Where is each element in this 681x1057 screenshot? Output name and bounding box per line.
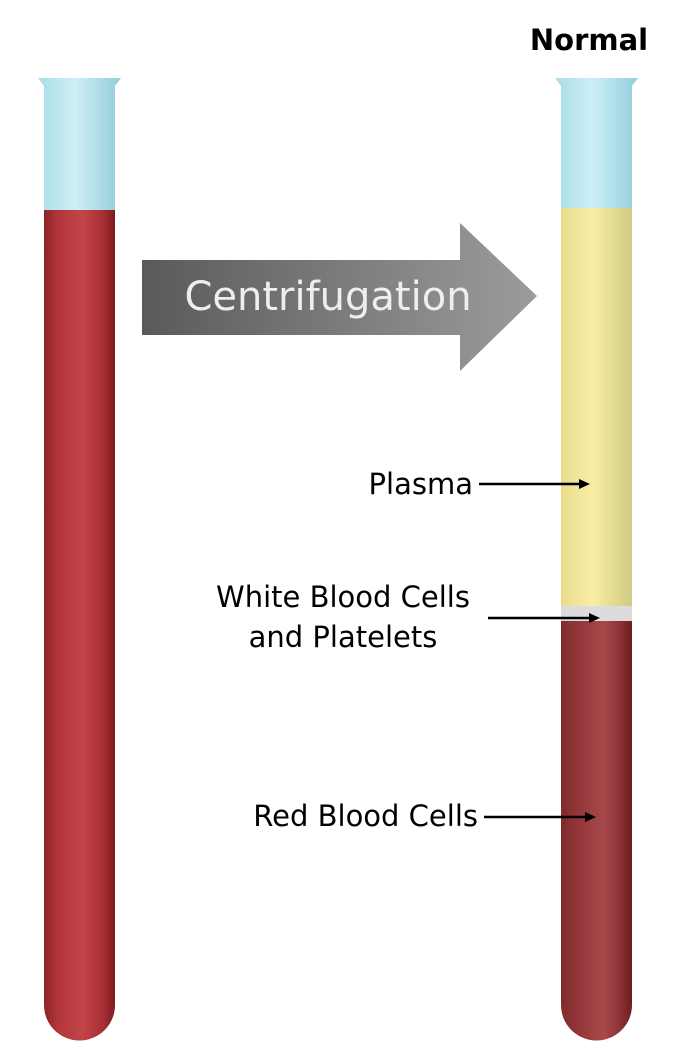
diagram-title: Normal — [530, 23, 648, 57]
buffy-coat-label-line2: and Platelets — [249, 620, 438, 654]
right-tube — [555, 78, 638, 1041]
plasma-annotation: Plasma — [369, 467, 590, 501]
left-tube-blood — [44, 210, 115, 1041]
left-tube — [38, 78, 121, 1041]
centrifugation-label: Centrifugation — [184, 274, 471, 320]
rbc-annotation: Red Blood Cells — [253, 799, 596, 833]
buffy-coat-label-line1: White Blood Cells — [216, 580, 470, 614]
right-tube-cap — [555, 78, 638, 208]
rbc-pointer-head — [585, 812, 596, 822]
buffy-coat-annotation: White Blood Cells and Platelets — [216, 580, 600, 654]
plasma-label: Plasma — [369, 467, 473, 501]
plasma-layer — [561, 208, 632, 606]
centrifugation-arrow: Centrifugation — [142, 223, 537, 371]
rbc-label: Red Blood Cells — [253, 799, 478, 833]
left-tube-cap — [38, 78, 121, 210]
buffy-coat-pointer-head — [589, 613, 600, 623]
red-blood-cells-layer — [561, 621, 632, 1041]
centrifugation-arrow-shape — [142, 223, 537, 371]
plasma-pointer-head — [579, 479, 590, 489]
